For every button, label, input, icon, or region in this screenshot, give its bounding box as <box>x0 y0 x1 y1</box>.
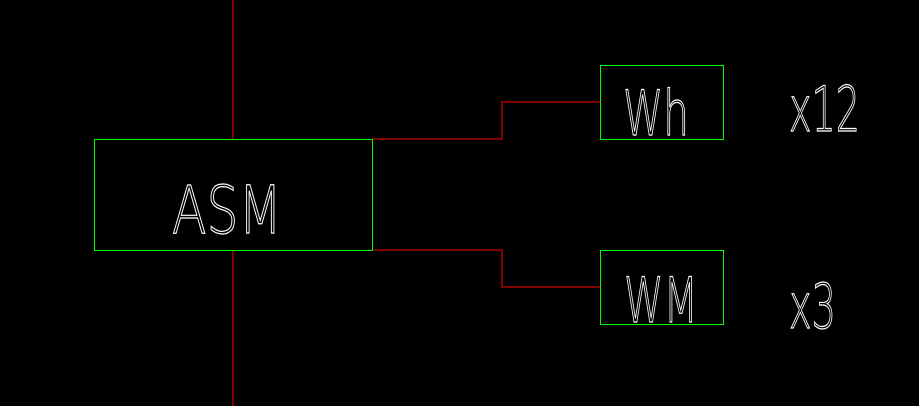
wire-asm-to-wh <box>372 101 601 140</box>
wm-label: WM <box>624 264 698 337</box>
wm-multiplier: x3 <box>789 270 836 343</box>
wh-label: Wh <box>623 77 689 150</box>
wire-asm-to-wm <box>372 249 601 288</box>
asm-box <box>94 139 373 251</box>
wh-box <box>600 65 724 140</box>
wm-box <box>600 250 724 325</box>
asm-label: ASM <box>172 172 282 249</box>
wh-multiplier: x12 <box>789 73 860 146</box>
